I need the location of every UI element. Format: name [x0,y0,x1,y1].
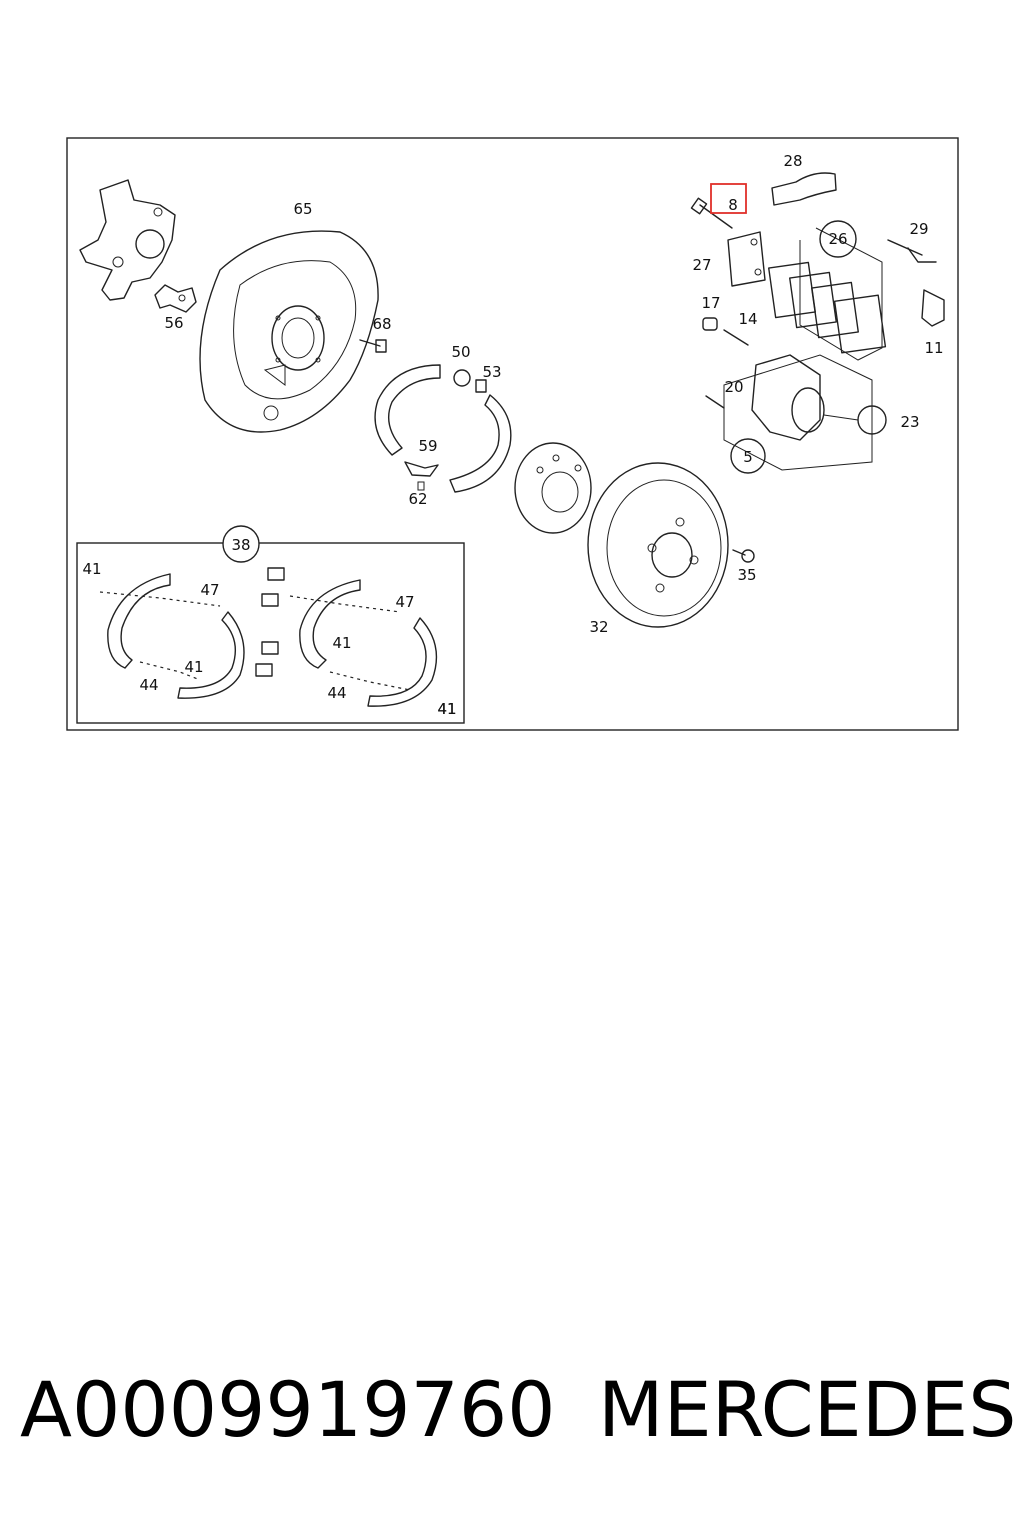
part-label-28: 28 [783,152,802,170]
pad-kit-drawing [768,227,887,361]
diagram-frame [66,137,959,731]
part-label-56: 56 [164,314,183,332]
part-label-38: 38 [231,536,250,554]
part-label-50: 50 [451,343,470,361]
part-label-68: 68 [372,315,391,333]
part-label-23: 23 [900,413,919,431]
part-label-41: 41 [437,700,456,718]
wheel-hub-drawing [514,442,592,534]
part-number: A0009919760 [20,1365,556,1454]
part-label-5: 5 [743,448,753,466]
part-label-47: 47 [395,593,414,611]
part-label-65: 65 [293,200,312,218]
steering-knuckle-drawing [79,179,176,301]
parts-17-14-drawing [702,317,749,346]
bolt-8-drawing [690,197,733,229]
part-label-41: 41 [332,634,351,652]
part-label-11: 11 [924,339,943,357]
part-label-44: 44 [139,676,158,694]
clip-11-drawing [921,289,945,327]
brand-name: MERCEDES [598,1365,1017,1454]
caliper-drawing [705,354,887,471]
part-label-8: 8 [728,196,738,214]
kit-marker-26 [819,220,857,258]
brake-disc-drawing [587,462,729,628]
backing-plate-drawing [199,230,379,433]
inset-box [76,525,465,724]
part-label-44: 44 [327,684,346,702]
highlight-box [710,183,747,214]
brake-assembly-diagram: 65 56 68 50 53 59 62 28 8 27 26 29 17 14 11 20 23 5 35 32 38… [66,137,959,731]
part-labels: 65 56 68 50 53 59 62 28 8 27 26 29 17 14 11 20 23 5 35 32 38… [82,152,943,718]
part-label-35: 35 [737,566,756,584]
caption: A0009919760 MERCEDES [0,1365,1024,1475]
part-label-14: 14 [738,310,757,328]
part-label-47: 47 [200,581,219,599]
part-label-62: 62 [408,490,427,508]
part-label-32: 32 [589,618,608,636]
part-label-29: 29 [909,220,928,238]
sensor-29-drawing [887,239,937,263]
part-label-41: 41 [82,560,101,578]
part-label-17: 17 [701,294,720,312]
part-label-27: 27 [692,256,711,274]
adjuster-50-53-drawing [453,369,487,393]
spring-28-drawing [771,172,837,206]
kit-marker-5 [730,438,766,474]
brake-shoes-drawing [374,364,512,493]
part-label-41: 41 [437,700,456,718]
part-label-26: 26 [828,230,847,248]
part-label-20: 20 [724,378,743,396]
shim-27-drawing [727,231,766,287]
bracket-56-drawing [154,284,197,313]
part-label-41: 41 [184,658,203,676]
bolt-35-drawing [732,549,755,563]
bolt-68-drawing [359,339,387,353]
part-label-59: 59 [418,437,437,455]
part-label-53: 53 [482,363,501,381]
